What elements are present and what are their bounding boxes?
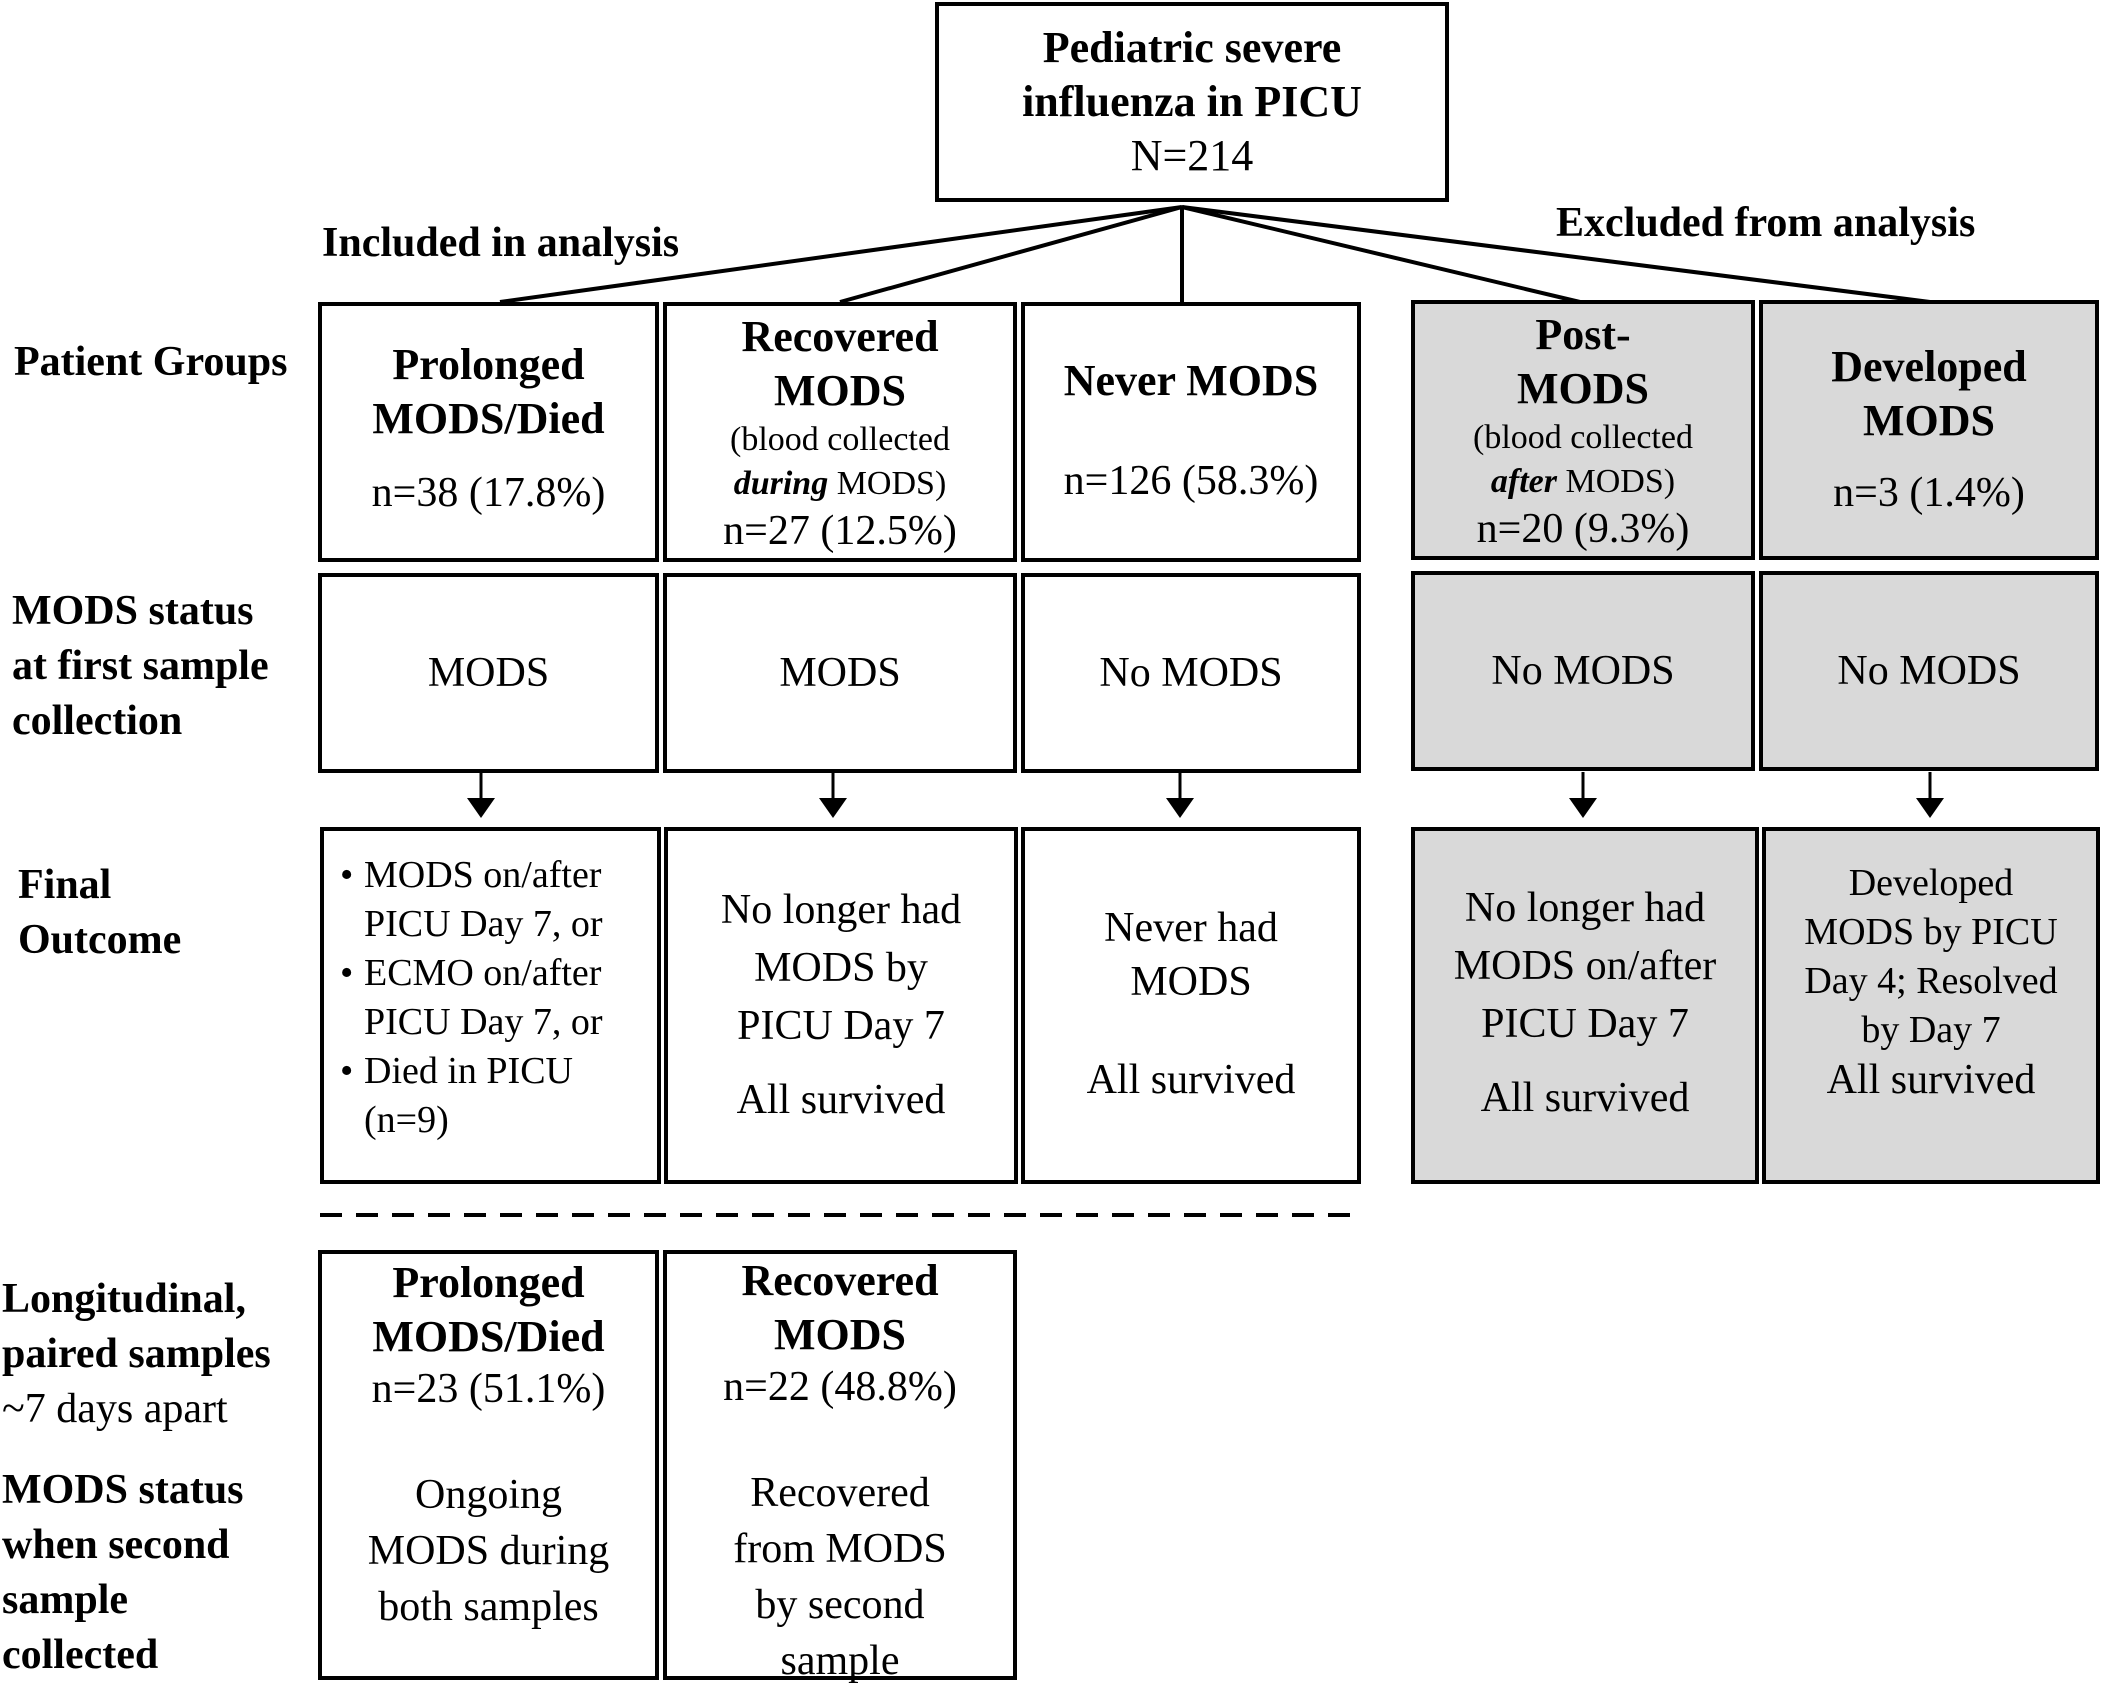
branch-line-recovered xyxy=(839,205,1183,304)
group-count: n=3 (1.4%) xyxy=(1833,470,2025,516)
row-label-mods-status: MODS status at first sample collection xyxy=(12,588,269,744)
longitudinal-box-prolonged: Prolonged MODS/Died n=23 (51.1%) Ongoing… xyxy=(318,1250,659,1680)
arrow-down-icon xyxy=(819,798,847,818)
root-title-line2: influenza in PICU xyxy=(1022,77,1362,126)
group-count: n=126 (58.3%) xyxy=(1063,458,1319,504)
longitudinal-box-recovered: Recovered MODS n=22 (48.8%) Recovered fr… xyxy=(663,1250,1017,1684)
longitudinal-count: n=23 (51.1%) xyxy=(371,1366,606,1412)
survival-text: All survived xyxy=(1480,1075,1690,1121)
survival-text: All survived xyxy=(1086,1057,1296,1103)
arrow-down-icon xyxy=(467,798,495,818)
branch-line-prolonged xyxy=(499,205,1183,304)
root-count: N=214 xyxy=(1130,131,1254,180)
longitudinal-count: n=22 (48.8%) xyxy=(723,1364,957,1410)
group-box-prolonged: Prolonged MODS/Died n=38 (17.8%) xyxy=(318,302,659,562)
outcome-bullet: ECMO on/after PICU Day 7, or xyxy=(340,949,649,1047)
group-count: n=27 (12.5%) xyxy=(723,508,957,554)
status-box-post: No MODS xyxy=(1411,571,1755,771)
survival-text: All survived xyxy=(736,1077,946,1123)
group-box-post: Post- MODS (blood collected after MODS) … xyxy=(1411,300,1755,560)
outcome-box-post: No longer had MODS on/after PICU Day 7 A… xyxy=(1411,827,1759,1184)
branch-line-developed xyxy=(1181,205,1931,304)
arrow-down-icon xyxy=(1166,798,1194,818)
status-box-recovered: MODS xyxy=(663,573,1017,773)
group-count: n=20 (9.3%) xyxy=(1476,506,1690,552)
outcome-box-developed: Developed MODS by PICU Day 4; Resolved b… xyxy=(1762,827,2100,1184)
survival-text: All survived xyxy=(1826,1057,2036,1103)
group-box-developed: Developed MODS n=3 (1.4%) xyxy=(1759,300,2099,560)
arrow-down-icon xyxy=(1916,798,1944,818)
row-label-second-status: MODS status when second sample collected xyxy=(2,1467,244,1678)
group-box-recovered: Recovered MODS (blood collected during M… xyxy=(663,302,1017,562)
outcome-box-never: Never had MODS All survived xyxy=(1021,827,1361,1184)
branch-line-post xyxy=(1181,205,1581,304)
outcome-bullet-list: MODS on/after PICU Day 7, or ECMO on/aft… xyxy=(340,851,649,1145)
row-label-final-outcome: Final Outcome xyxy=(18,862,182,963)
row-label-patient-groups: Patient Groups xyxy=(14,339,288,385)
root-title-line1: Pediatric severe xyxy=(1042,23,1342,72)
group-count: n=38 (17.8%) xyxy=(371,470,606,516)
root-box: Pediatric severe influenza in PICU N=214 xyxy=(935,2,1449,202)
outcome-bullet: MODS on/after PICU Day 7, or xyxy=(340,851,649,949)
status-box-prolonged: MODS xyxy=(318,573,659,773)
row-label-longitudinal: Longitudinal, paired samples ~7 days apa… xyxy=(2,1276,271,1432)
included-header: Included in analysis xyxy=(322,220,680,266)
status-box-never: No MODS xyxy=(1021,573,1361,773)
outcome-box-prolonged: MODS on/after PICU Day 7, or ECMO on/aft… xyxy=(320,827,661,1184)
status-box-developed: No MODS xyxy=(1759,571,2099,771)
arrow-down-icon xyxy=(1569,798,1597,818)
group-box-never: Never MODS n=126 (58.3%) xyxy=(1021,302,1361,562)
outcome-bullet: Died in PICU (n=9) xyxy=(340,1047,649,1145)
outcome-box-recovered: No longer had MODS by PICU Day 7 All sur… xyxy=(664,827,1018,1184)
excluded-header: Excluded from analysis xyxy=(1556,200,1976,246)
